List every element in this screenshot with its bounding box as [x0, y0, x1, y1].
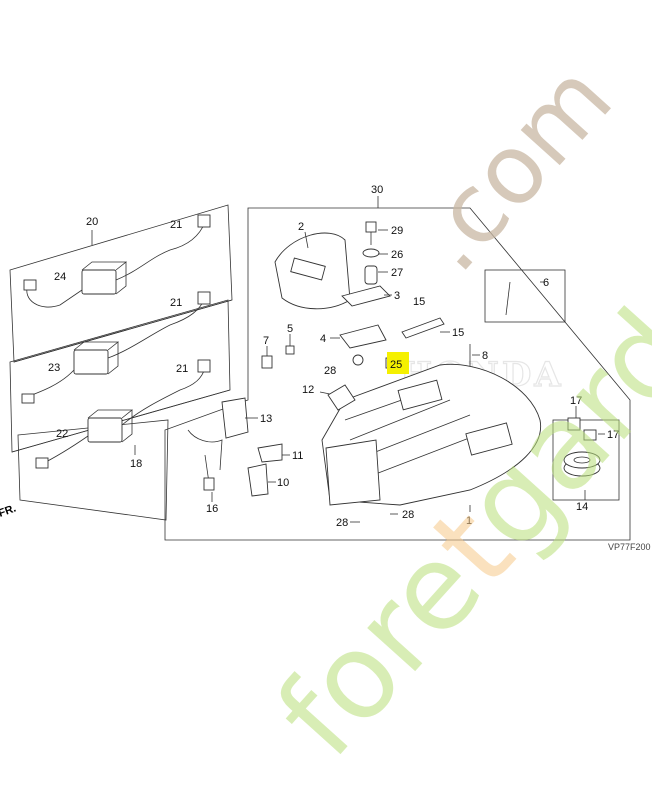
part-label-25: 25 [390, 359, 402, 371]
part-label-28c: 28 [402, 509, 414, 521]
right-side-parts [484, 269, 620, 501]
part-label-20: 20 [86, 216, 98, 228]
part-label-11: 11 [292, 450, 303, 462]
part-label-30: 30 [371, 184, 383, 196]
highlight-marker [387, 352, 409, 374]
part-label-21c: 21 [176, 363, 188, 375]
part-label-23: 23 [48, 362, 60, 374]
fastener-parts [261, 221, 471, 378]
part-label-14: 14 [576, 501, 588, 513]
cover-part [274, 232, 351, 310]
part-label-8: 8 [482, 350, 488, 362]
part-label-29: 29 [391, 225, 403, 237]
part-label-26: 26 [391, 249, 403, 261]
part-label-21b: 21 [170, 297, 182, 309]
part-label-17b: 17 [607, 429, 619, 441]
part-label-15b: 15 [452, 327, 464, 339]
part-label-21a: 21 [170, 219, 182, 231]
part-label-13: 13 [260, 413, 272, 425]
part-label-18: 18 [130, 458, 142, 470]
part-labels: 1 2 3 4 5 6 7 8 10 11 12 13 14 15 15 16 … [48, 184, 619, 529]
part-label-3: 3 [394, 290, 400, 302]
fr-direction-label: FR. [0, 502, 18, 519]
part-label-5: 5 [287, 323, 293, 335]
part-label-22: 22 [56, 428, 68, 440]
part-label-28a: 28 [324, 365, 336, 377]
leader-lines [211, 229, 605, 523]
base-plate-part [321, 363, 542, 506]
part-label-17a: 17 [570, 395, 582, 407]
part-label-15a: 15 [413, 296, 425, 308]
part-label-6: 6 [543, 277, 549, 289]
charger-kit-group [9, 204, 233, 521]
part-label-16: 16 [206, 503, 218, 515]
part-label-24: 24 [54, 271, 66, 283]
watermark-dotcom-text: .com [393, 43, 634, 293]
electrical-parts [187, 397, 283, 497]
part-label-2: 2 [298, 221, 304, 233]
part-label-4: 4 [320, 333, 326, 345]
drawing-code: VP77F200 [608, 542, 651, 552]
part-label-12: 12 [302, 384, 314, 396]
part-label-28b: 28 [336, 517, 348, 529]
part-label-1: 1 [466, 515, 472, 527]
part-label-27: 27 [391, 267, 403, 279]
part-label-7: 7 [263, 335, 269, 347]
part-label-10: 10 [277, 477, 289, 489]
